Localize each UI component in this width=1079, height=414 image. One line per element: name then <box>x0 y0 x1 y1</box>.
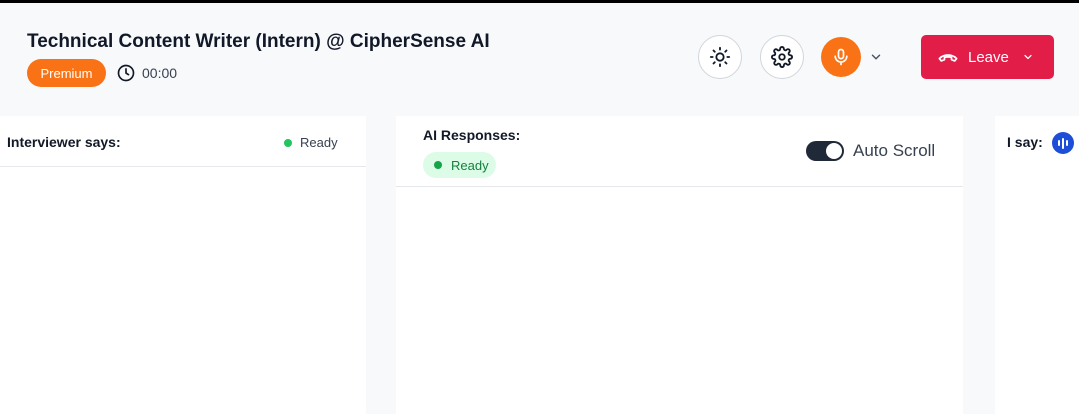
microphone-button[interactable] <box>821 37 861 77</box>
leave-button[interactable]: Leave <box>921 35 1054 79</box>
status-dot-icon <box>284 138 292 147</box>
ai-status-label: Ready <box>451 157 489 173</box>
ai-responses-panel: AI Responses: Ready <box>396 116 963 414</box>
page-title: Technical Content Writer (Intern) @ Ciph… <box>27 31 490 52</box>
leave-label: Leave <box>968 48 1009 66</box>
session-timer: 00:00 <box>142 65 178 81</box>
sun-icon <box>709 46 731 68</box>
interviewer-status: Ready <box>284 135 338 150</box>
gear-icon <box>771 46 793 68</box>
hang-up-icon <box>938 54 958 62</box>
top-border <box>0 0 1079 3</box>
audio-wave-icon <box>1052 132 1074 154</box>
interviewer-panel-header: Interviewer says: Ready <box>0 116 366 167</box>
interviewer-status-label: Ready <box>300 135 338 150</box>
interviewer-panel: Interviewer says: Ready <box>0 116 366 414</box>
clock-icon <box>117 64 135 82</box>
my-speech-panel: I say: <box>995 116 1079 414</box>
ai-status-badge: Ready <box>423 152 496 178</box>
ai-responses-panel-title: AI Responses: <box>423 127 521 143</box>
my-speech-panel-title: I say: <box>1007 134 1043 150</box>
chevron-down-icon <box>871 54 881 60</box>
chevron-down-icon <box>1024 54 1032 60</box>
theme-toggle-button[interactable] <box>698 35 742 79</box>
premium-badge: Premium <box>27 59 106 87</box>
microphone-dropdown-button[interactable] <box>867 48 885 66</box>
toggle-knob <box>826 143 842 159</box>
auto-scroll-toggle[interactable] <box>806 141 844 161</box>
status-dot-icon <box>434 161 442 169</box>
microphone-icon <box>834 48 848 66</box>
interviewer-panel-title: Interviewer says: <box>7 134 121 150</box>
auto-scroll-label: Auto Scroll <box>853 141 936 160</box>
settings-button[interactable] <box>760 35 804 79</box>
ai-responses-panel-header: AI Responses: Ready <box>396 116 963 187</box>
